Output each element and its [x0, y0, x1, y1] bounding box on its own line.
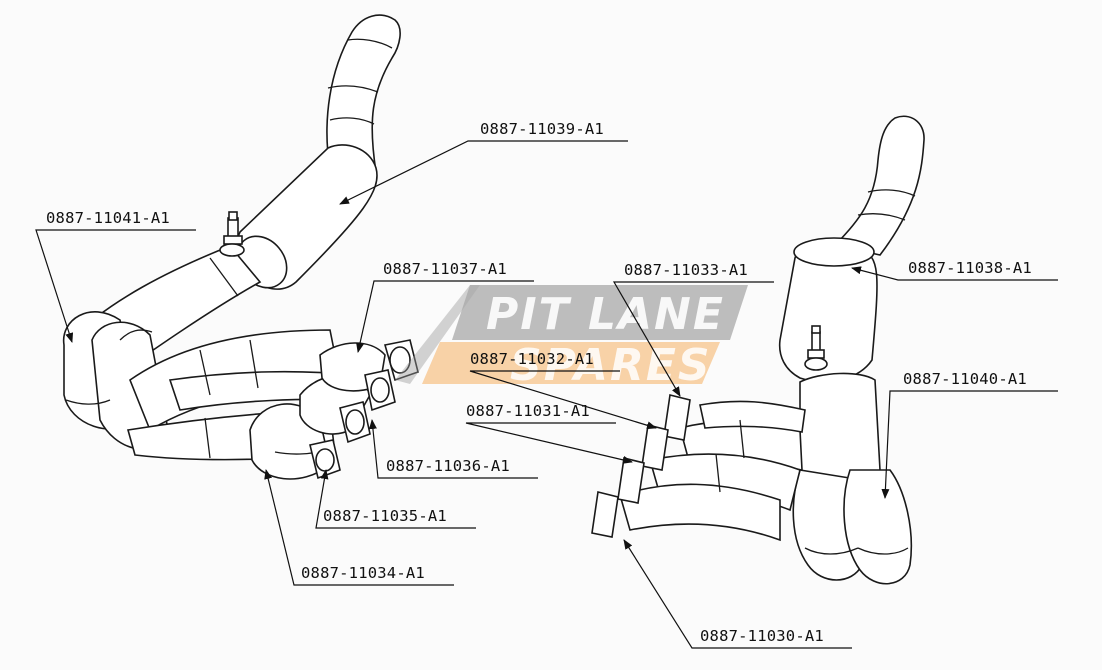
left-tail-pipe [326, 14, 401, 173]
part-label-11033[interactable]: 0887-11033-A1 [624, 261, 748, 279]
left-lambda-sensor [219, 211, 245, 257]
left-flanges [309, 339, 419, 480]
right-lambda-sensor [804, 325, 828, 371]
left-exhaust-assembly [62, 14, 419, 480]
callout-0887-11036-A1[interactable]: 0887-11036-A1 [386, 457, 510, 475]
callout-0887-11038-A1[interactable]: 0887-11038-A1 [908, 259, 1032, 277]
part-label-11030[interactable]: 0887-11030-A1 [700, 627, 824, 645]
callout-0887-11032-A1[interactable]: 0887-11032-A1 [470, 350, 594, 368]
leader-11032 [469, 370, 657, 430]
part-label-11036[interactable]: 0887-11036-A1 [386, 457, 510, 475]
right-flanges [591, 394, 691, 538]
leader-11034 [264, 469, 454, 586]
callout-0887-11030-A1[interactable]: 0887-11030-A1 [700, 627, 824, 645]
part-label-11031[interactable]: 0887-11031-A1 [466, 402, 590, 420]
right-collector [799, 372, 881, 480]
part-label-11041[interactable]: 0887-11041-A1 [46, 209, 170, 227]
leader-11036 [368, 419, 538, 479]
part-label-11039[interactable]: 0887-11039-A1 [480, 120, 604, 138]
leader-11039 [339, 140, 628, 205]
watermark-line1: PIT LANE [486, 289, 725, 340]
leader-11035 [315, 469, 476, 529]
callout-0887-11037-A1[interactable]: 0887-11037-A1 [383, 260, 507, 278]
part-label-11037[interactable]: 0887-11037-A1 [383, 260, 507, 278]
leader-11037 [356, 280, 534, 353]
callout-0887-11041-A1[interactable]: 0887-11041-A1 [46, 209, 170, 227]
right-tail-pipe [833, 115, 925, 256]
part-label-11038[interactable]: 0887-11038-A1 [908, 259, 1032, 277]
right-primary-pipes [619, 400, 913, 585]
leader-11041 [35, 229, 196, 343]
callout-0887-11035-A1[interactable]: 0887-11035-A1 [323, 507, 447, 525]
leader-11038 [851, 266, 1058, 281]
callout-0887-11031-A1[interactable]: 0887-11031-A1 [466, 402, 590, 420]
callout-0887-11033-A1[interactable]: 0887-11033-A1 [624, 261, 748, 279]
leader-lines [35, 140, 1058, 649]
right-exhaust-assembly [591, 115, 925, 585]
part-label-11040[interactable]: 0887-11040-A1 [903, 370, 1027, 388]
right-silencer [778, 237, 878, 383]
watermark-line2: SPARES [510, 340, 712, 391]
leader-11040 [881, 390, 1058, 499]
leader-11030 [623, 539, 852, 649]
watermark-top-band [452, 285, 748, 340]
part-label-11032[interactable]: 0887-11032-A1 [470, 350, 594, 368]
callout-0887-11040-A1[interactable]: 0887-11040-A1 [903, 370, 1027, 388]
pit-lane-spares-watermark: PIT LANE SPARES [395, 285, 748, 391]
part-label-11034[interactable]: 0887-11034-A1 [301, 564, 425, 582]
leader-11033 [612, 281, 774, 397]
part-label-11035[interactable]: 0887-11035-A1 [323, 507, 447, 525]
part-callouts: 0887-11039-A1 0887-11041-A1 0887-11037-A… [46, 120, 1032, 645]
leader-11031 [465, 422, 633, 464]
watermark-bottom-band [422, 342, 720, 384]
callout-0887-11039-A1[interactable]: 0887-11039-A1 [480, 120, 604, 138]
callout-0887-11034-A1[interactable]: 0887-11034-A1 [301, 564, 425, 582]
watermark-swoosh [395, 285, 480, 384]
